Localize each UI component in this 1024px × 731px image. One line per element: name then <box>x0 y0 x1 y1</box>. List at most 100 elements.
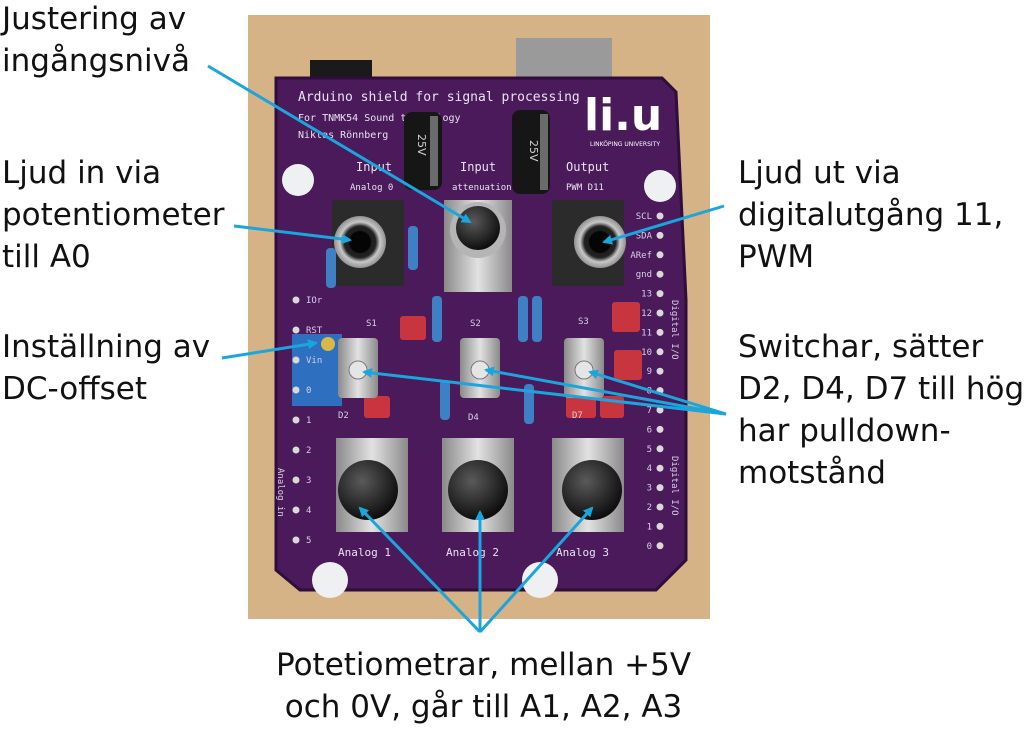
output-label: Output <box>566 160 609 174</box>
callout-audio-out: Ljud ut via digitalutgång 11, PWM <box>738 155 1004 275</box>
left-header-pin <box>292 416 300 424</box>
capacitor-left: 25V <box>404 112 442 190</box>
left-header-pin <box>292 476 300 484</box>
input-jack <box>332 200 404 286</box>
callout-switches: Switchar, sätter D2, D4, D7 till hög, ha… <box>738 329 1024 491</box>
digital-io-label-top: Digital I/O <box>669 300 679 360</box>
right-header-pin <box>656 367 664 375</box>
callout-audio-in: Ljud in via potentiometer till A0 <box>2 155 225 275</box>
right-header-pin-label: 6 <box>647 425 652 435</box>
arrow-pot-1 <box>358 506 482 634</box>
right-header-pin <box>656 270 664 278</box>
digital-label-d4: D4 <box>468 413 479 423</box>
pot-analog-2 <box>442 438 514 532</box>
right-header-pin <box>656 542 664 550</box>
callout-arrows <box>207 64 727 634</box>
left-header-pin-label: 1 <box>306 416 311 426</box>
analog-in-label: Analog in <box>275 468 285 517</box>
right-header-pin-label: 1 <box>647 522 652 532</box>
right-header-pin <box>656 212 664 220</box>
pot-analog-1 <box>336 438 408 532</box>
callout-dc-offset: Inställning av DC-offset <box>2 329 211 407</box>
capacitor-right-label: 25V <box>527 140 540 162</box>
right-header-pin <box>656 522 664 530</box>
switch-label-s3: S3 <box>578 317 589 327</box>
resistors <box>326 226 542 424</box>
arrow-dc-offset <box>221 339 318 360</box>
capacitor-right: 25V <box>512 110 550 194</box>
arrow-pot-3 <box>478 506 594 634</box>
right-header-pin-label: 13 <box>641 290 652 300</box>
right-header-pin-label: 11 <box>641 328 652 338</box>
switch-label-s1: S1 <box>366 319 377 329</box>
arrow-input-level <box>207 64 472 224</box>
pot-analog-3 <box>552 438 624 532</box>
right-header-pin <box>656 503 664 511</box>
right-header-pin <box>656 464 664 472</box>
left-header-pin <box>292 446 300 454</box>
left-header-pin-label: 2 <box>306 446 311 456</box>
arrow-audio-in <box>233 224 352 245</box>
callout-pots: Potetiometrar, mellan +5V och 0V, går ti… <box>276 647 692 725</box>
left-header-pin <box>292 506 300 514</box>
right-header-pin <box>656 348 664 356</box>
board-author: Niklas Rönnberg <box>298 130 388 141</box>
right-header-pin-label: 3 <box>647 484 652 494</box>
liu-logo: li.u <box>584 90 662 141</box>
pcb-edge <box>274 76 688 592</box>
switch-label-s2: S2 <box>470 319 481 329</box>
board-course: For TNMK54 Sound technology <box>298 113 461 124</box>
pot-label-analog-2: Analog 2 <box>446 546 499 559</box>
right-header-pin <box>656 425 664 433</box>
pot-label-analog-3: Analog 3 <box>556 546 609 559</box>
callout-input-level: Justering av ingångsnivå <box>2 1 191 79</box>
usb-connector <box>516 38 612 78</box>
right-header-pin-label: 0 <box>647 542 652 552</box>
switch-s2 <box>460 338 500 398</box>
right-header-pin-label: 9 <box>647 367 652 377</box>
pot-label-analog-1: Analog 1 <box>338 546 391 559</box>
right-header-pin <box>656 445 664 453</box>
right-header-pin <box>656 309 664 317</box>
board-title: Arduino shield for signal processing <box>298 90 580 105</box>
left-header-pin-label: IOr <box>306 296 323 306</box>
left-header-pin-label: 4 <box>306 506 311 516</box>
liu-logo-sub: LINKÖPING UNIVERSITY <box>590 141 660 148</box>
right-header-pin-label: gnd <box>636 270 652 280</box>
left-header-pin-label: 0 <box>306 386 311 396</box>
right-header-pin-label: SDA <box>636 231 653 241</box>
right-header-pin <box>656 328 664 336</box>
spacer-top-left <box>282 164 314 196</box>
left-header-pin-label: 3 <box>306 476 311 486</box>
right-header-pin <box>656 290 664 298</box>
spacer-bottom-right <box>522 562 558 598</box>
arrow-audio-out <box>602 204 725 245</box>
input-sub: Analog 0 <box>350 183 393 193</box>
right-header-pin-label: SCL <box>636 212 652 222</box>
left-header-pin <box>292 326 300 334</box>
left-header-pin-label: Vin <box>306 356 322 366</box>
digital-label-d2: D2 <box>338 411 349 421</box>
attenuation-pot <box>444 200 512 292</box>
right-header-pin <box>656 251 664 259</box>
right-header-pin-label: 5 <box>647 445 652 455</box>
switch-s1 <box>338 338 378 398</box>
right-header-pin-label: 12 <box>641 309 652 319</box>
atten-sub: attenuation <box>452 183 512 193</box>
left-header-pin <box>292 536 300 544</box>
spacer-bottom-left <box>312 562 348 598</box>
right-header-pin <box>656 406 664 414</box>
digital-io-label-bottom: Digital I/O <box>669 456 679 516</box>
left-header-pin-label: RST <box>306 326 323 336</box>
spacer-top-right <box>644 170 676 202</box>
output-jack <box>552 200 626 286</box>
output-sub: PWM D11 <box>566 183 604 193</box>
right-header-pin <box>656 231 664 239</box>
right-header-pin <box>656 484 664 492</box>
left-header-pin-label: 5 <box>306 536 311 546</box>
right-header-pin-label: 4 <box>647 464 652 474</box>
right-header-pin-label: 10 <box>641 348 652 358</box>
